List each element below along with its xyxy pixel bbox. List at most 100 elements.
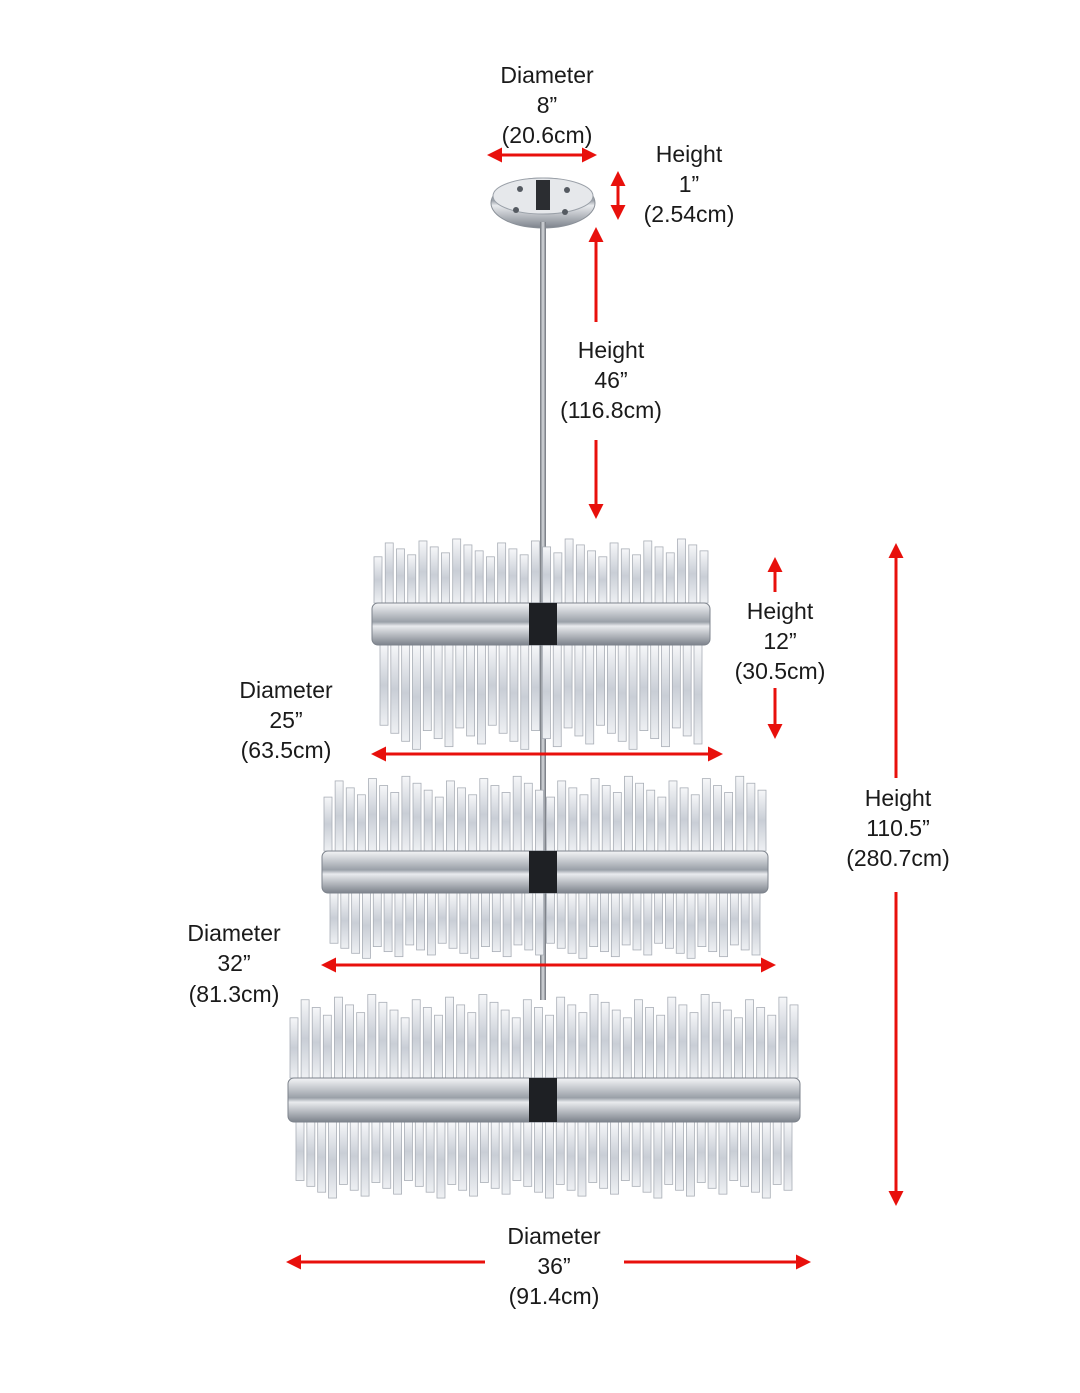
crystal-prism	[457, 787, 466, 852]
crystal-prism	[501, 1121, 511, 1195]
crystal-prism	[345, 1004, 354, 1079]
crystal-prism	[645, 1007, 654, 1079]
crystal-prism	[429, 546, 439, 604]
top-tier-diameter-imperial: 25”	[269, 707, 302, 733]
crystal-prism	[401, 775, 411, 852]
crystal-prism	[671, 644, 681, 729]
crystal-prism	[511, 1017, 521, 1079]
crystal-prism	[434, 1014, 443, 1079]
crystal-prism	[650, 644, 660, 740]
crystal-prism	[590, 778, 600, 852]
crystal-prism	[542, 546, 552, 604]
crystal-prism	[405, 892, 415, 946]
crystal-prism	[682, 644, 692, 737]
crystal-prism	[740, 892, 750, 951]
crystal-prism	[416, 892, 425, 951]
bottom-tier-diameter-metric: (91.4cm)	[509, 1283, 600, 1309]
middle-tier-diameter-label: Diameter 32” (81.3cm)	[187, 920, 281, 1007]
crystal-prism	[458, 1121, 468, 1191]
crystal-prism	[407, 554, 417, 604]
crystal-prism	[418, 540, 428, 604]
crystal-prism	[756, 1007, 766, 1079]
crystal-prism	[587, 550, 596, 604]
crystal-prism	[553, 552, 563, 604]
crystal-prism	[491, 892, 501, 953]
crystal-prism	[530, 540, 540, 604]
crystal-prism	[578, 892, 588, 959]
crystal-prism	[734, 1017, 743, 1079]
crystal-prism	[772, 1121, 782, 1185]
crystal-prism	[745, 999, 754, 1079]
crystal-prism	[329, 892, 339, 944]
crystal-prism	[628, 644, 638, 750]
crystal-prism	[601, 785, 611, 852]
crystal-prism	[599, 1121, 609, 1189]
crystal-prism	[382, 1121, 392, 1189]
crystal-prism	[535, 892, 544, 956]
crystal-prism	[477, 644, 486, 745]
crystal-prism	[469, 1121, 478, 1197]
crystal-prism	[611, 1009, 621, 1079]
crystal-prism	[500, 1009, 510, 1079]
crystal-prism	[708, 892, 718, 953]
crystal-prism	[555, 1121, 565, 1185]
dimension-arrows	[286, 147, 904, 1270]
crystal-prism	[323, 796, 333, 852]
crystal-prism	[434, 796, 444, 852]
crystal-prism	[412, 644, 421, 750]
crystal-prism	[693, 644, 703, 745]
crystal-prism	[372, 892, 382, 947]
crystal-prism	[394, 892, 404, 958]
top-tier-diameter-title: Diameter	[239, 677, 333, 703]
crystal-prism	[534, 1007, 543, 1079]
crystal-prism	[606, 644, 616, 734]
crystal-prism	[661, 644, 670, 748]
crystal-prism	[639, 644, 649, 731]
crystal-prism	[371, 1121, 381, 1183]
top-tier-height-label: Height 12” (30.5cm)	[735, 598, 826, 684]
crystal-prism	[664, 1121, 674, 1185]
crystal-prism	[531, 644, 540, 731]
crystal-prism	[519, 554, 529, 604]
crystal-prism	[653, 1121, 663, 1199]
crystal-prism	[567, 892, 577, 954]
crystal-prism	[328, 1121, 337, 1199]
crystal-prism	[356, 1012, 366, 1079]
crystal-prism	[349, 1121, 359, 1191]
crystal-prism	[552, 644, 562, 748]
middle-tier-diameter-metric: (81.3cm)	[189, 981, 280, 1007]
crystal-prism	[689, 1012, 699, 1079]
crystal-prism	[513, 892, 523, 946]
crystal-prism	[520, 644, 530, 750]
crystal-prism	[722, 1009, 732, 1079]
rod-height-imperial: 46”	[594, 367, 627, 393]
crystal-prism	[545, 1014, 554, 1079]
crystal-prism	[384, 542, 394, 604]
crystal-prism	[711, 1001, 721, 1079]
crystal-prism	[542, 644, 551, 740]
crystal-prism	[635, 782, 644, 852]
crystal-prism	[345, 787, 355, 852]
crystal-prism	[295, 1121, 305, 1181]
crystal-prism	[378, 1001, 388, 1079]
crystal-prism	[479, 778, 489, 852]
crystal-prism	[489, 1001, 499, 1079]
crystal-prism	[563, 644, 573, 729]
crystal-prism	[761, 1121, 771, 1199]
crystal-prism	[311, 1007, 321, 1079]
crystal-prism	[546, 796, 555, 852]
crystal-prism	[598, 556, 608, 604]
bottom-tier-diameter-label: Diameter 36” (91.4cm)	[507, 1223, 601, 1309]
middle-tier-diameter-title: Diameter	[187, 920, 281, 946]
crystal-prism	[433, 644, 443, 740]
top-tier-height-metric: (30.5cm)	[735, 658, 826, 684]
crystal-prism	[448, 892, 458, 949]
crystal-prism	[578, 1012, 588, 1079]
crystal-prism	[656, 1014, 666, 1079]
canopy-diameter-imperial: 8”	[537, 92, 557, 118]
crystal-prism	[334, 996, 343, 1079]
rod-height-metric: (116.8cm)	[560, 397, 662, 423]
crystal-prism	[396, 548, 405, 604]
crystal-prism	[379, 785, 389, 852]
crystal-prism	[322, 1014, 332, 1079]
